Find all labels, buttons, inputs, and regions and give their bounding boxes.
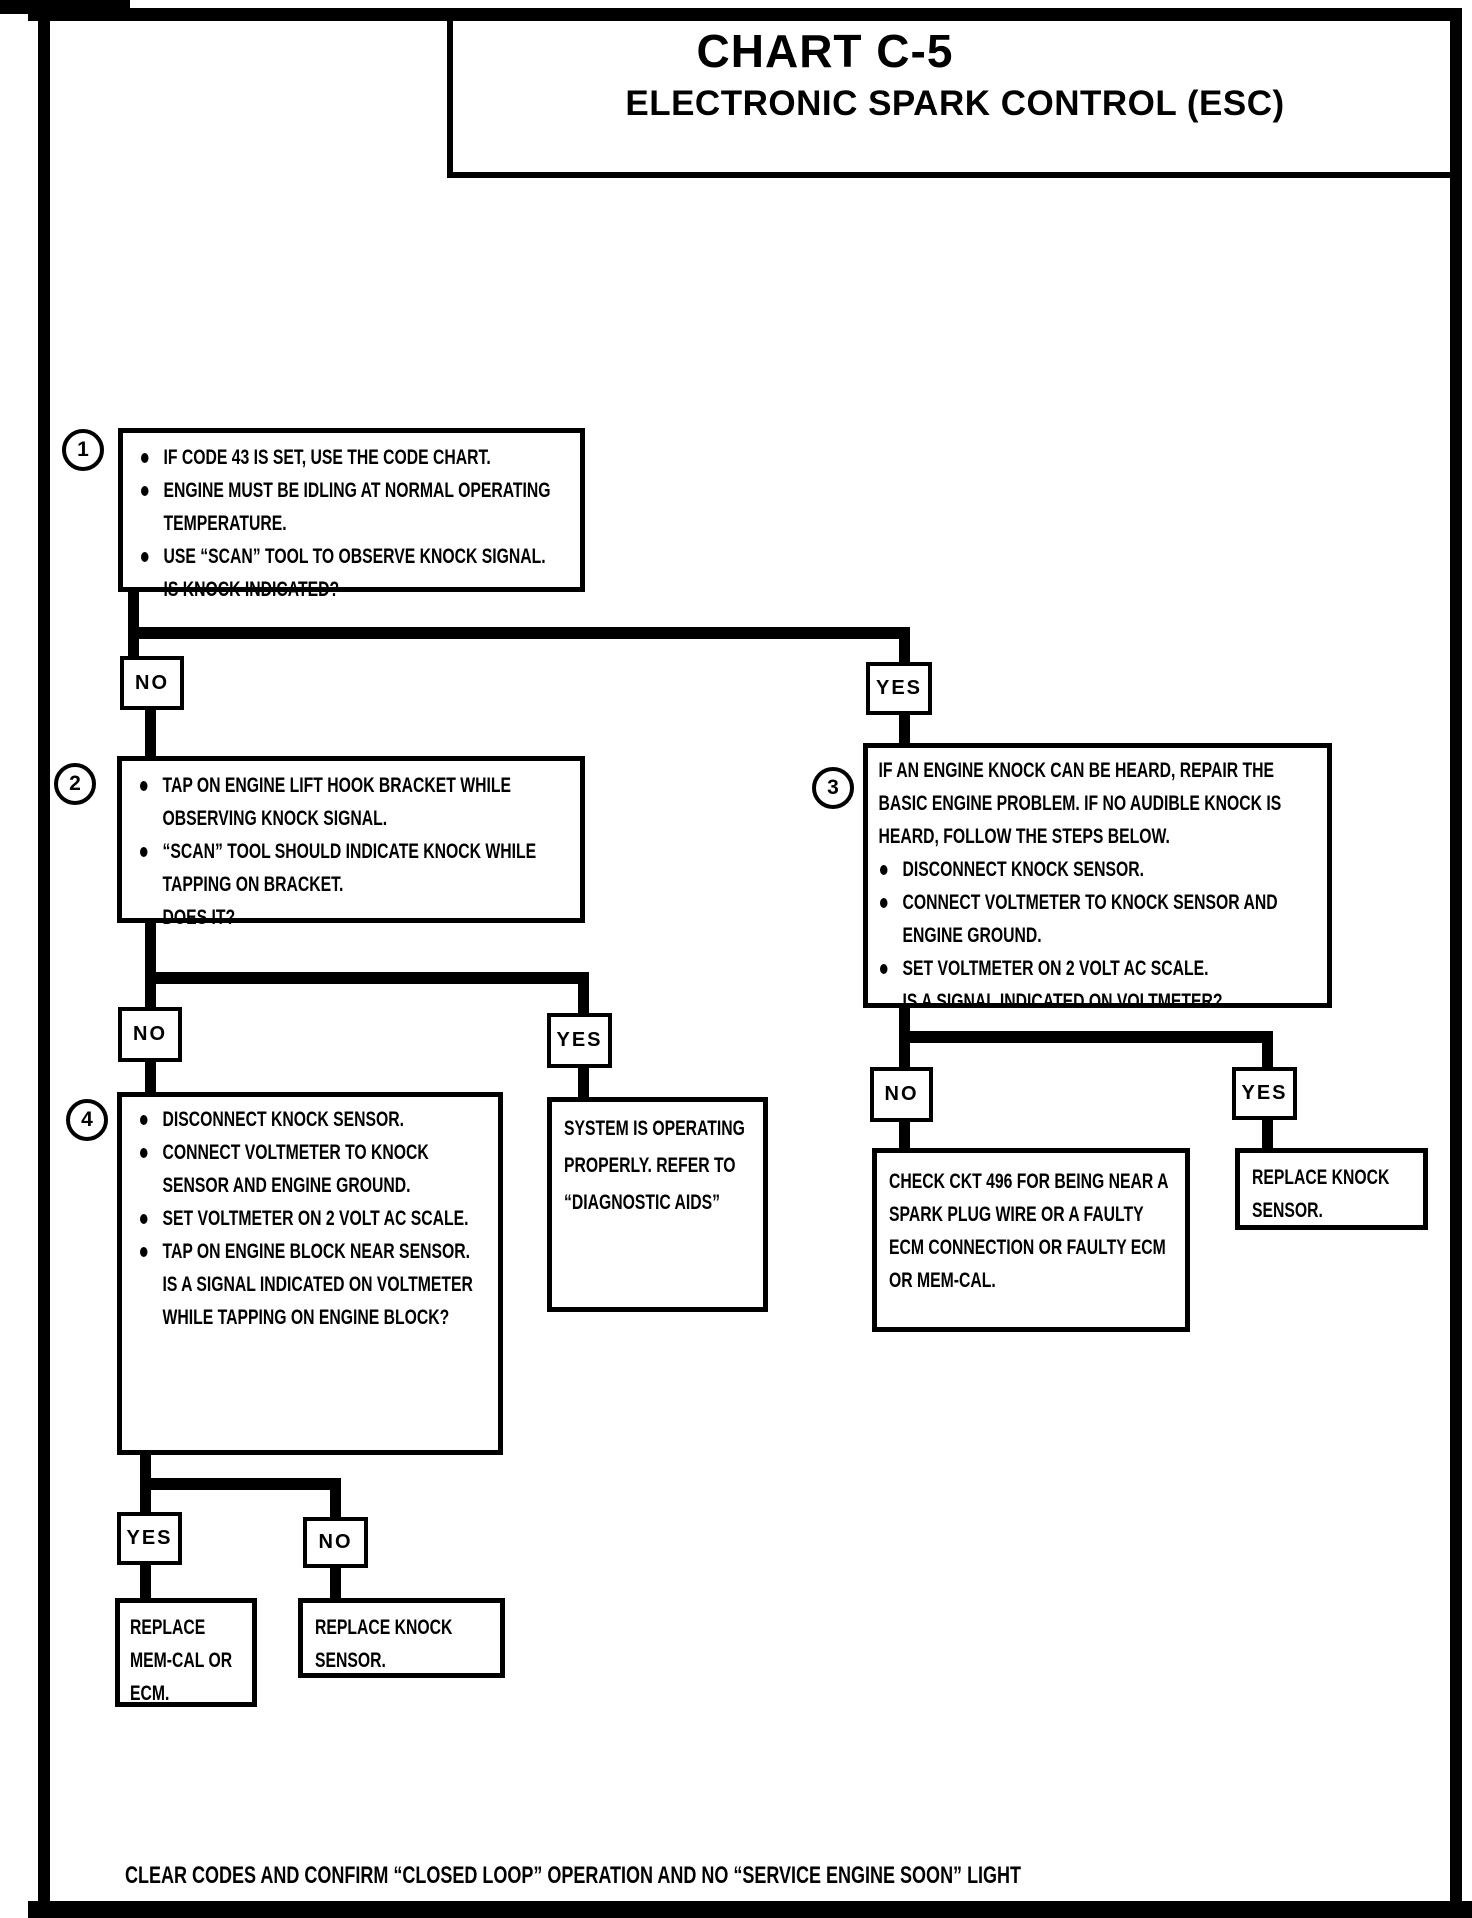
connector-no1-to-step2	[145, 708, 156, 758]
step-4-bullet-1: DISCONNECT KNOCK SENSOR.	[122, 1103, 497, 1136]
step-1-question: IS KNOCK INDICATED?	[163, 578, 340, 601]
step-2-number-circle: 2	[54, 763, 96, 805]
step-4-yes-label: YES	[117, 1512, 182, 1565]
bullet-icon	[140, 781, 148, 791]
step-1-box: IF CODE 43 IS SET, USE THE CODE CHART. E…	[118, 428, 585, 601]
step-3-yes-label: YES	[1232, 1067, 1297, 1120]
step-1-bullet-1: IF CODE 43 IS SET, USE THE CODE CHART.	[123, 441, 579, 474]
bullet-icon	[141, 552, 149, 562]
chart-subtitle: ELECTRONIC SPARK CONTROL (ESC)	[625, 84, 1285, 123]
connector-yes3-to-replaceknock	[1262, 1118, 1273, 1150]
page-border-bottom	[28, 1901, 1472, 1918]
step-3-intro: IF AN ENGINE KNOCK CAN BE HEARD, REPAIR …	[878, 759, 1282, 848]
connector-yes2-to-systemok	[578, 1066, 589, 1099]
connector-step4-to-yes	[140, 1490, 151, 1514]
step-4-question: IS A SIGNAL INDICATED ON VOLTMETER WHILE…	[162, 1273, 473, 1329]
step-3-question: IS A SIGNAL INDICATED ON VOLTMETER?	[902, 990, 1223, 1013]
terminal-replace-knock-right-text: REPLACE KNOCK SENSOR.	[1252, 1166, 1390, 1222]
step-4-bullet-3: SET VOLTMETER ON 2 VOLT AC SCALE.	[122, 1202, 497, 1235]
bullet-icon	[880, 865, 888, 875]
page-border-right	[1450, 8, 1462, 1908]
terminal-replace-knock-right-box: REPLACE KNOCK SENSOR.	[1235, 1148, 1428, 1230]
step-2-bullet-1: TAP ON ENGINE LIFT HOOK BRACKET WHILE OB…	[122, 769, 579, 835]
connector-yes4-to-memcal	[140, 1563, 151, 1600]
connector-no2-to-step4	[145, 1060, 156, 1094]
page-border-top	[28, 8, 1462, 21]
step-3-number-circle: 3	[812, 767, 854, 809]
bullet-icon	[140, 1214, 148, 1224]
terminal-replace-knock-bottom-text: REPLACE KNOCK SENSOR.	[315, 1616, 453, 1672]
step-2-yes-label: YES	[547, 1013, 612, 1068]
connector-step2-to-yes	[578, 984, 589, 1015]
connector-step2-down	[145, 921, 156, 984]
bullet-icon	[140, 847, 148, 857]
terminal-replace-memcal-text: REPLACE MEM-CAL OR ECM.	[130, 1616, 233, 1705]
step-3-number: 3	[827, 776, 839, 799]
bullet-icon	[140, 1247, 148, 1257]
step-1-bullet-3: USE “SCAN” TOOL TO OBSERVE KNOCK SIGNAL.	[123, 540, 579, 573]
bullet-icon	[880, 898, 888, 908]
step-1-number: 1	[77, 438, 89, 461]
step-1-number-circle: 1	[62, 429, 104, 471]
bullet-icon	[141, 453, 149, 463]
step-4-box: DISCONNECT KNOCK SENSOR. CONNECT VOLTMET…	[117, 1092, 503, 1455]
step-2-no-label: NO	[118, 1007, 182, 1062]
connector-step1-to-no	[128, 639, 139, 659]
step-3-bullet-2: CONNECT VOLTMETER TO KNOCK SENSOR AND EN…	[868, 886, 1326, 952]
step-2-number: 2	[69, 772, 81, 795]
footer-note: CLEAR CODES AND CONFIRM “CLOSED LOOP” OP…	[125, 1862, 1320, 1890]
terminal-system-ok-text: SYSTEM IS OPERATING PROPERLY. REFER TO “…	[564, 1117, 745, 1214]
step-4-bullet-4: TAP ON ENGINE BLOCK NEAR SENSOR.	[122, 1235, 497, 1268]
connector-step3-down	[899, 1006, 910, 1043]
bullet-icon	[140, 1115, 148, 1125]
step-3-no-label: NO	[870, 1067, 933, 1122]
connector-step3-branch-bar	[899, 1031, 1273, 1043]
connector-step2-to-no	[145, 984, 156, 1009]
step-2-bullet-2: “SCAN” TOOL SHOULD INDICATE KNOCK WHILE …	[122, 835, 579, 901]
step-4-no-label: NO	[303, 1517, 368, 1568]
connector-step1-to-yes	[899, 639, 910, 665]
step-2-question: DOES IT?	[162, 906, 236, 929]
bullet-icon	[140, 1148, 148, 1158]
step-4-bullet-2: CONNECT VOLTMETER TO KNOCK SENSOR AND EN…	[122, 1136, 497, 1202]
terminal-check-ckt-text: CHECK CKT 496 FOR BEING NEAR A SPARK PLU…	[889, 1170, 1168, 1292]
terminal-replace-knock-bottom-box: REPLACE KNOCK SENSOR.	[298, 1598, 505, 1678]
bullet-icon	[141, 486, 149, 496]
footer-note-text: CLEAR CODES AND CONFIRM “CLOSED LOOP” OP…	[125, 1862, 1022, 1889]
connector-step3-to-yes	[1262, 1043, 1273, 1069]
step-3-bullet-3: SET VOLTMETER ON 2 VOLT AC SCALE.	[868, 952, 1326, 985]
step-1-no-label: NO	[120, 656, 184, 710]
terminal-replace-memcal-box: REPLACE MEM-CAL OR ECM.	[115, 1598, 257, 1707]
connector-step2-branch-bar	[145, 972, 589, 984]
bullet-icon	[880, 964, 888, 974]
chart-title: CHART C-5	[696, 25, 954, 77]
step-2-box: TAP ON ENGINE LIFT HOOK BRACKET WHILE OB…	[117, 756, 585, 929]
connector-step4-down	[140, 1453, 151, 1490]
connector-step4-branch-bar	[140, 1478, 341, 1490]
connector-step3-to-no	[899, 1043, 910, 1069]
connector-step1-down	[128, 588, 139, 639]
connector-step4-to-no	[330, 1490, 341, 1519]
step-4-number-circle: 4	[66, 1099, 108, 1141]
step-3-box: IF AN ENGINE KNOCK CAN BE HEARD, REPAIR …	[863, 743, 1332, 1013]
title-box-left-rule	[447, 8, 453, 178]
terminal-system-ok-box: SYSTEM IS OPERATING PROPERLY. REFER TO “…	[547, 1097, 768, 1312]
connector-no3-to-checkckt	[899, 1120, 910, 1150]
connector-step1-branch-bar	[128, 627, 910, 639]
terminal-check-ckt-box: CHECK CKT 496 FOR BEING NEAR A SPARK PLU…	[872, 1148, 1190, 1332]
step-4-number: 4	[81, 1108, 93, 1131]
connector-yes1-to-step3	[899, 713, 910, 745]
step-3-bullet-1: DISCONNECT KNOCK SENSOR.	[868, 853, 1326, 886]
step-1-bullet-2: ENGINE MUST BE IDLING AT NORMAL OPERATIN…	[123, 474, 579, 540]
page-border-left	[38, 8, 50, 1908]
connector-no4-to-replaceknock	[330, 1566, 341, 1600]
title-box-bottom-rule	[447, 172, 1462, 178]
step-1-yes-label: YES	[866, 662, 932, 715]
